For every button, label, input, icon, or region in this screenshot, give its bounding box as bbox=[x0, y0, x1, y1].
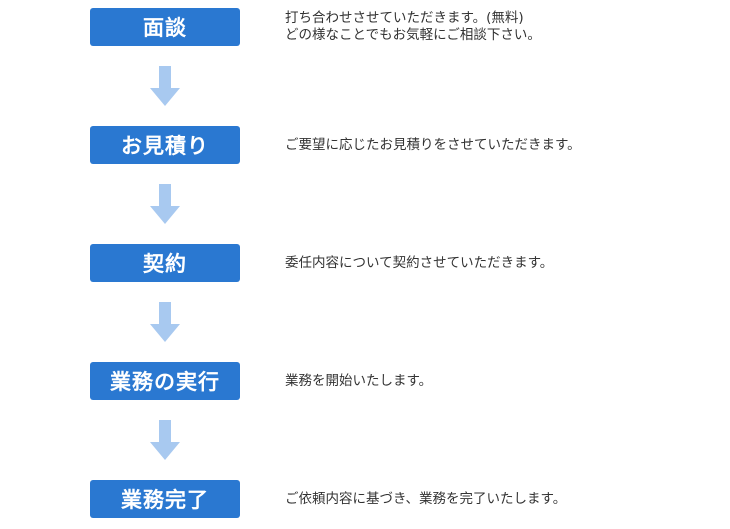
step-1-description-line-2: どの様なことでもお気軽にご相談下さい。 bbox=[285, 27, 541, 43]
step-5-completion: 業務完了 bbox=[90, 480, 240, 518]
step-3-description-line-1: 委任内容について契約させていただきます。 bbox=[285, 255, 554, 271]
step-5-description: ご依頼内容に基づき、業務を完了いたします。 bbox=[285, 491, 725, 508]
step-4-description: 業務を開始いたします。 bbox=[285, 373, 725, 390]
step-2-estimate: お見積り bbox=[90, 126, 240, 164]
step-2-description-line-1: ご要望に応じたお見積りをさせていただきます。 bbox=[285, 137, 581, 153]
step-2-description: ご要望に応じたお見積りをさせていただきます。 bbox=[285, 137, 725, 154]
step-4-execution: 業務の実行 bbox=[90, 362, 240, 400]
arrow-down-icon bbox=[150, 184, 180, 224]
step-1-description-line-1: 打ち合わせさせていただきます。(無料) bbox=[285, 10, 524, 26]
step-3-description: 委任内容について契約させていただきます。 bbox=[285, 255, 725, 272]
step-4-description-line-1: 業務を開始いたします。 bbox=[285, 373, 433, 389]
arrow-down-icon bbox=[150, 302, 180, 342]
step-3-contract: 契約 bbox=[90, 244, 240, 282]
arrow-down-icon bbox=[150, 66, 180, 106]
step-5-description-line-1: ご依頼内容に基づき、業務を完了いたします。 bbox=[285, 491, 567, 507]
step-1-consultation: 面談 bbox=[90, 8, 240, 46]
step-1-description: 打ち合わせさせていただきます。(無料) どの様なことでもお気軽にご相談下さい。 bbox=[285, 10, 725, 44]
arrow-down-icon bbox=[150, 420, 180, 460]
